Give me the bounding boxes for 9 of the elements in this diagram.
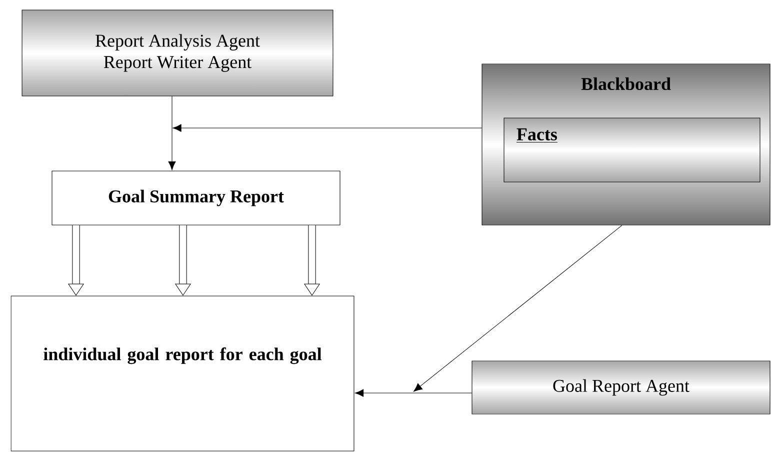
agent-box: Goal Report Agent <box>472 360 770 414</box>
arrow <box>354 389 472 397</box>
agent-box: Report Analysis Agent Report Writer Agent <box>22 10 334 96</box>
arrow <box>414 225 622 392</box>
arrow <box>168 96 176 170</box>
goal-report-box: individual goal report for each goal <box>10 296 354 452</box>
report-box: Goal Summary Report <box>52 170 340 226</box>
arrow <box>172 124 482 132</box>
facts-box: Facts <box>504 118 760 182</box>
